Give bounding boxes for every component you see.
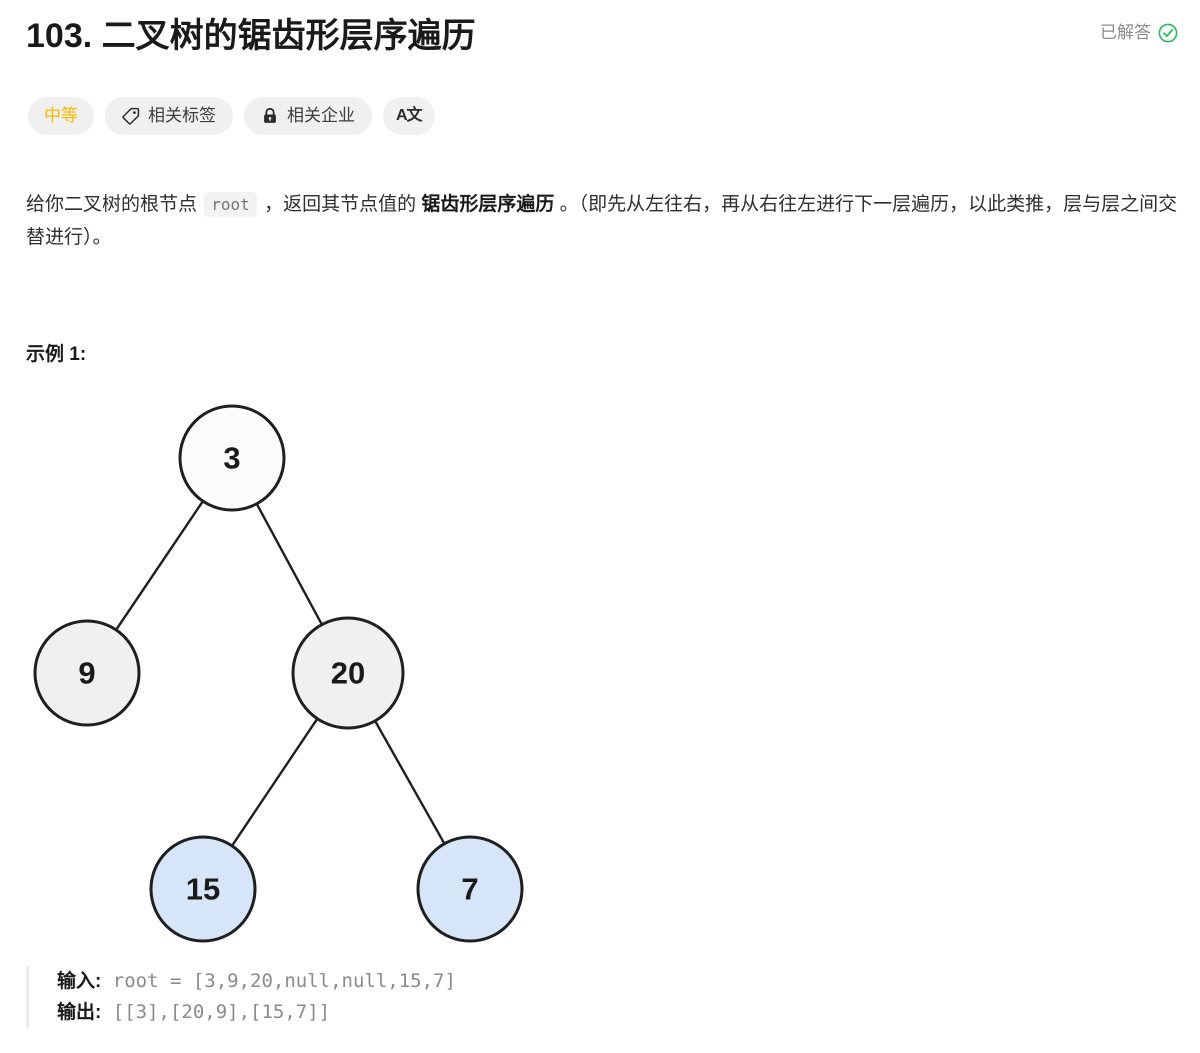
tree-node: 7 [416, 835, 524, 943]
check-circle-icon [1158, 23, 1178, 43]
description-part3: 。（即先从左往右，再从右往左进行下一层遍历，以此类推，层与层之间交替进行）。 [26, 194, 1178, 248]
tree-node-circle [178, 404, 286, 512]
description-emphasis: 锯齿形层序遍历 [421, 194, 555, 215]
tree-node-value: 15 [186, 872, 220, 907]
related-companies-button[interactable]: 相关企业 [244, 97, 372, 135]
related-companies-label: 相关企业 [287, 106, 355, 125]
problem-header: 103. 二叉树的锯齿形层序遍历 已解答 [26, 14, 1178, 58]
example-heading: 示例 1: [26, 344, 87, 365]
badge-row: 中等 相关标签 相关企业 A文 [28, 97, 435, 135]
problem-description: 给你二叉树的根节点 root ，返回其节点值的 锯齿形层序遍历 。（即先从左往右… [26, 188, 1178, 254]
binary-tree-diagram: 3 9 20 15 7 [0, 392, 600, 952]
example-io-block: 输入: root = [3,9,20,null,null,15,7] 输出: [… [26, 966, 456, 1028]
translate-toggle-button[interactable]: A文 [383, 97, 435, 135]
tree-node-value: 9 [78, 656, 95, 691]
status-label: 已解答 [1100, 23, 1151, 42]
inline-code-root: root [204, 192, 257, 217]
example-input-label: 输入: [57, 971, 102, 992]
tag-icon [122, 107, 140, 125]
tree-node-value: 3 [223, 441, 240, 476]
description-part1: 给你二叉树的根节点 [26, 194, 203, 215]
example-input-line: 输入: root = [3,9,20,null,null,15,7] [57, 966, 456, 997]
tree-node-value: 7 [461, 872, 478, 907]
lock-icon [261, 107, 279, 125]
tree-node: 20 [291, 616, 405, 730]
tree-node-circle [149, 835, 257, 943]
tree-edge [373, 719, 446, 846]
tree-node: 3 [178, 404, 286, 512]
status-badge: 已解答 [1100, 23, 1178, 43]
tree-node-circle [291, 616, 405, 730]
example-output-label: 输出: [57, 1002, 102, 1023]
example-output-line: 输出: [[3],[20,9],[15,7]] [57, 997, 456, 1028]
example-output-value: [[3],[20,9],[15,7]] [101, 1001, 331, 1023]
tree-node: 9 [33, 619, 141, 727]
related-topics-button[interactable]: 相关标签 [105, 97, 233, 135]
tree-node-circle [33, 619, 141, 727]
tree-edge [114, 499, 205, 632]
page-title: 103. 二叉树的锯齿形层序遍历 [26, 17, 476, 55]
tree-edge [230, 717, 319, 848]
related-topics-label: 相关标签 [148, 106, 216, 125]
translate-icon: A文 [396, 107, 423, 124]
difficulty-label: 中等 [44, 106, 78, 125]
description-part2: ，返回其节点值的 [258, 194, 422, 215]
tree-node: 15 [149, 835, 257, 943]
tree-node-circle [416, 835, 524, 943]
difficulty-badge: 中等 [28, 97, 94, 135]
tree-edge [255, 502, 324, 627]
example-input-value: root = [3,9,20,null,null,15,7] [101, 970, 456, 992]
tree-node-value: 20 [331, 656, 365, 691]
